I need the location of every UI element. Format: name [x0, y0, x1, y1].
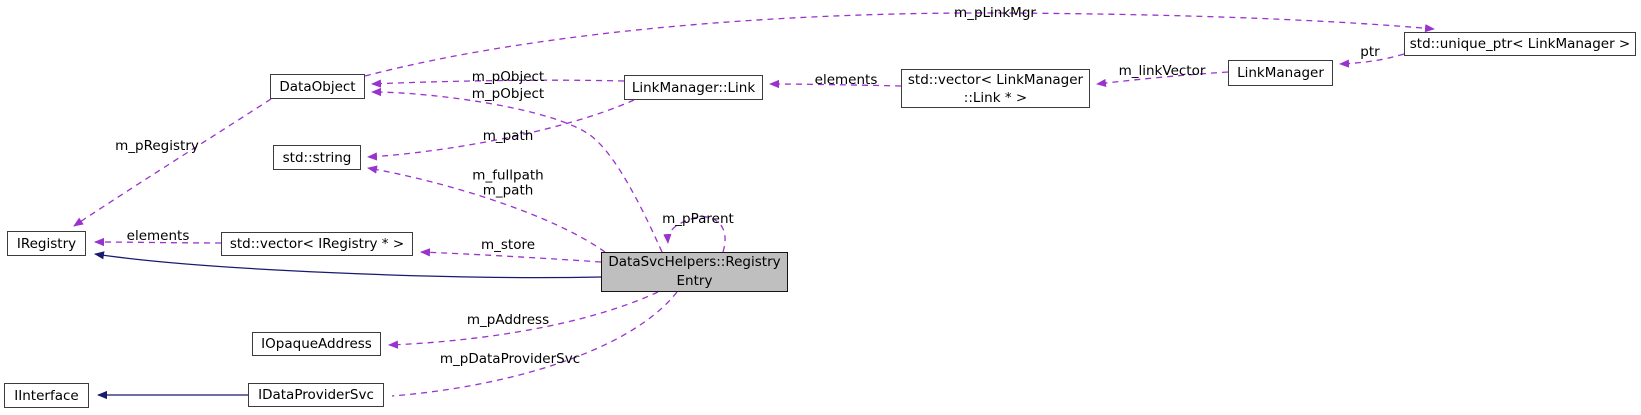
edge-m-fullpath-m-path	[367, 165, 606, 253]
edge-ptr	[1339, 53, 1405, 68]
node-iopaque-address[interactable]: IOpaqueAddress	[252, 332, 381, 356]
edge-m-path-link	[367, 99, 635, 161]
edge-m-plinkmgr	[364, 12, 1435, 77]
node-unique-ptr-linkmanager[interactable]: std::unique_ptr< LinkManager >	[1404, 32, 1636, 56]
edge-elements-links	[769, 79, 902, 89]
node-vector-iregistry[interactable]: std::vector< IRegistry * >	[221, 232, 413, 256]
node-registry-entry-focus: DataSvcHelpers::Registry Entry	[601, 252, 788, 292]
node-vector-linkmanager-link[interactable]: std::vector< LinkManager ::Link * >	[901, 69, 1090, 108]
edge-elements-registries	[94, 237, 222, 247]
node-iregistry[interactable]: IRegistry	[7, 231, 86, 256]
node-dataobject[interactable]: DataObject	[270, 74, 365, 99]
edge-m-pobject-link	[371, 79, 625, 88]
node-iinterface[interactable]: IInterface	[4, 383, 89, 408]
node-idataprovider-svc[interactable]: IDataProviderSvc	[248, 383, 384, 407]
node-linkmanager-link[interactable]: LinkManager::Link	[624, 75, 763, 100]
edge-m-pparent-self-loop	[663, 216, 726, 253]
node-std-string[interactable]: std::string	[273, 145, 361, 170]
edge-inherits-iregistry	[94, 251, 602, 279]
edge-m-pdataprovidersvc	[391, 291, 678, 397]
node-linkmanager[interactable]: LinkManager	[1228, 60, 1333, 86]
edge-m-store	[420, 248, 602, 263]
edge-m-linkvector	[1096, 71, 1229, 88]
edge-m-pobject-entry	[371, 87, 663, 253]
edge-m-pregistry	[73, 98, 272, 227]
edge-m-paddress	[388, 291, 659, 349]
